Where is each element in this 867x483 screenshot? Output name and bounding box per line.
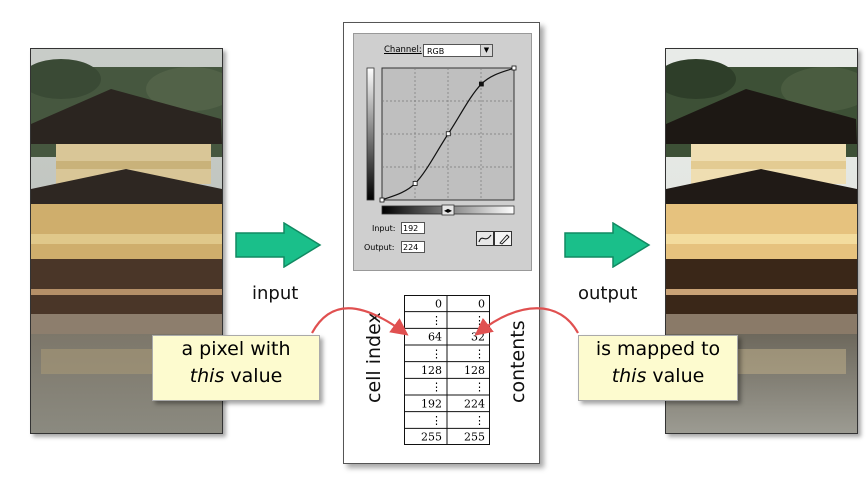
- curve-point[interactable]: [412, 181, 418, 186]
- grid-lines: [382, 68, 514, 200]
- input-arrow: [235, 222, 322, 268]
- table-cell-index: ⋮: [431, 347, 442, 360]
- pencil-icon: [499, 234, 510, 245]
- table-cell-index: ⋮: [431, 381, 442, 394]
- table-cell-index: ⋮: [431, 314, 442, 327]
- swap-arrows-icon: ◂▸: [444, 206, 452, 215]
- left-note-rest: value: [224, 365, 283, 387]
- table-cell-index: 128: [421, 364, 442, 377]
- table-cell-content: 224: [464, 397, 485, 410]
- left-note-line2: this value: [153, 363, 319, 390]
- curves-graph[interactable]: ◂▸: [364, 64, 520, 217]
- table-cell-content: 255: [464, 431, 485, 444]
- table-cell-content: ⋮: [474, 381, 485, 394]
- output-field-label: Output:: [364, 243, 395, 252]
- right-connector: [474, 307, 579, 336]
- channel-label-text: Channel:: [384, 45, 422, 55]
- table-cell-content: 0: [478, 297, 485, 310]
- output-label: output: [578, 283, 638, 304]
- right-note-rest: value: [646, 365, 705, 387]
- curve-icon: [478, 234, 492, 243]
- right-note-emph: this: [611, 365, 647, 387]
- table-cell-index: 192: [421, 397, 442, 410]
- output-arrow: [564, 222, 651, 268]
- left-note: a pixel with this value: [152, 335, 320, 401]
- input-field-label: Input:: [372, 224, 396, 233]
- arrow-shape: [235, 222, 322, 268]
- input-field[interactable]: 192: [401, 222, 425, 234]
- table-cell-index: 0: [435, 297, 442, 310]
- table-cell-content: ⋮: [474, 414, 485, 427]
- curve-point[interactable]: [379, 197, 385, 203]
- table-cell-index: 255: [421, 431, 442, 444]
- curve-control-points[interactable]: [379, 65, 517, 203]
- right-note: is mapped to this value: [578, 335, 738, 401]
- curve-tool-buttons[interactable]: [476, 231, 512, 246]
- channel-select-value: RGB: [427, 47, 445, 56]
- input-photo: [30, 48, 223, 434]
- curve-point[interactable]: [511, 65, 517, 71]
- input-label: input: [252, 283, 299, 304]
- left-connector: [311, 307, 409, 336]
- table-cell-index: 64: [428, 331, 442, 344]
- left-note-emph: this: [189, 365, 225, 387]
- table-cell-content: ⋮: [474, 347, 485, 360]
- right-note-line1: is mapped to: [595, 338, 721, 360]
- right-note-line2: this value: [579, 363, 737, 390]
- curve-point[interactable]: [478, 81, 484, 87]
- left-note-line1: a pixel with: [181, 338, 291, 360]
- chevron-down-icon[interactable]: ▼: [480, 45, 492, 56]
- table-cell-index: ⋮: [431, 414, 442, 427]
- channel-label: Channel:: [384, 45, 422, 55]
- channel-select[interactable]: RGB ▼: [423, 44, 493, 57]
- table-cell-content: 128: [464, 364, 485, 377]
- curve-point[interactable]: [445, 131, 451, 137]
- output-gradient-bar: [366, 67, 375, 201]
- arrow-shape: [564, 222, 651, 268]
- output-field[interactable]: 224: [401, 241, 425, 253]
- gradient-toggle-button[interactable]: [441, 204, 455, 216]
